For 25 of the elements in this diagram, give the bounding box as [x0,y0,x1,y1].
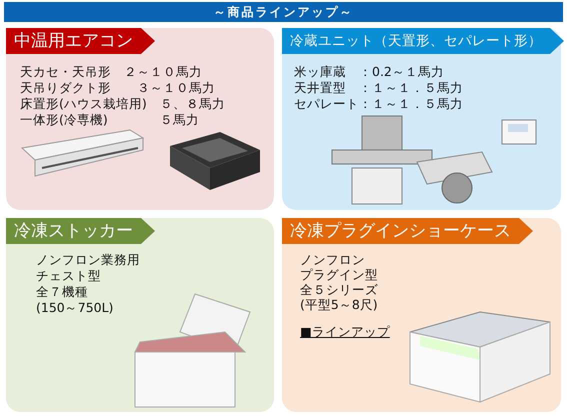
spec-text: 全５シリーズ [300,282,378,297]
showcase-panel [282,218,561,412]
cooling-unit-panel [282,28,561,210]
page-title: ～商品ラインアップ～ [212,4,354,21]
category-heading: 冷凍ストッカー [6,218,155,244]
spec-text: 床置形(ハウス栽培用) ５、８馬力 [20,96,225,111]
category-heading: 冷蔵ユニット（天置形、セパレート形） [282,28,564,54]
spec-text: ノンフロン [300,252,365,267]
spec-text: セパレート：１～１．５馬力 [294,96,463,111]
spec-text: (平型5～8尺) [300,297,378,312]
spec-text: 米ッ庫蔵 ：0.2～１馬力 [294,64,444,79]
spec-text: 天カセ・天吊形 ２～１０馬力 [20,64,202,79]
spec-text: 天井置型 ：１～１．５馬力 [294,80,463,95]
category-heading: 中温用エアコン [6,28,155,54]
freezer-panel [6,218,274,412]
category-heading: 冷凍プラグインショーケース [282,218,533,244]
lineup-heading: ■ラインアップ [300,324,390,339]
spec-text: ノンフロン業務用 [36,252,140,267]
spec-text: チェスト型 [36,268,101,283]
spec-text: プラグイン型 [300,267,378,282]
spec-text: 全７機種 [36,284,88,299]
spec-text: 天吊りダクト形 ３～１０馬力 [20,80,215,95]
spec-text: 一体形(冷専機) ５馬力 [20,112,199,127]
aircon-panel [6,28,274,210]
spec-text: (150～750L) [36,300,114,315]
